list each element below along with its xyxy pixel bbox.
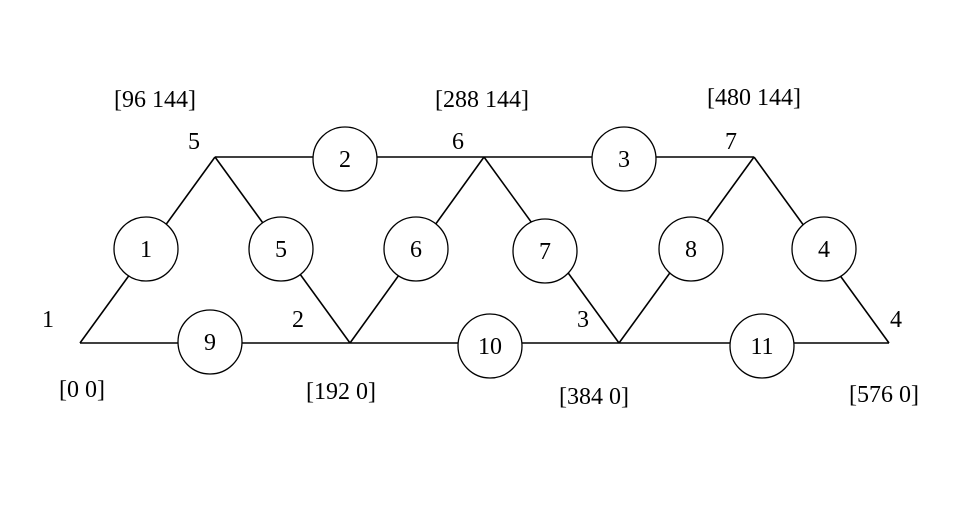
node-coordinate-6: [288 144] xyxy=(435,87,529,113)
node-coordinate-7: [480 144] xyxy=(707,85,801,111)
element-number: 10 xyxy=(478,334,502,360)
element-number: 3 xyxy=(618,147,630,173)
node-number-5: 5 xyxy=(188,129,200,155)
element-circle xyxy=(248,216,314,282)
element-marker-2: 2 xyxy=(312,126,378,192)
element-circle xyxy=(591,126,657,192)
node-number-2: 2 xyxy=(292,307,304,333)
element-marker-1: 1 xyxy=(113,216,179,282)
element-marker-10: 10 xyxy=(457,313,523,379)
element-number: 6 xyxy=(410,237,422,263)
element-marker-11: 11 xyxy=(729,313,795,379)
node-coordinate-1: [0 0] xyxy=(59,377,105,403)
element-marker-6: 6 xyxy=(383,216,449,282)
node-number-3: 3 xyxy=(577,307,589,333)
node-number-6: 6 xyxy=(452,129,464,155)
element-circle xyxy=(658,216,724,282)
element-number: 9 xyxy=(204,330,216,356)
element-number: 7 xyxy=(539,239,551,265)
node-coordinate-2: [192 0] xyxy=(306,379,376,405)
element-circle xyxy=(383,216,449,282)
element-circle xyxy=(177,309,243,375)
element-number: 1 xyxy=(140,237,152,263)
element-number: 4 xyxy=(818,237,830,263)
element-marker-4: 4 xyxy=(791,216,857,282)
element-marker-5: 5 xyxy=(248,216,314,282)
element-number: 5 xyxy=(275,237,287,263)
element-circle xyxy=(312,126,378,192)
element-circle xyxy=(729,313,795,379)
element-circle xyxy=(512,218,578,284)
node-number-4: 4 xyxy=(890,307,902,333)
element-marker-3: 3 xyxy=(591,126,657,192)
element-marker-9: 9 xyxy=(177,309,243,375)
node-number-1: 1 xyxy=(42,307,54,333)
element-number: 11 xyxy=(750,334,773,360)
node-labels: 1 [0 0] 2 [192 0] 3 [384 0] 4 [576 0] 5 [96 144] 6… xyxy=(42,85,919,410)
element-circle xyxy=(457,313,523,379)
element-marker-7: 7 xyxy=(512,218,578,284)
node-coordinate-4: [576 0] xyxy=(849,382,919,408)
node-coordinate-5: [96 144] xyxy=(114,87,196,113)
element-number: 8 xyxy=(685,237,697,263)
element-marker-8: 8 xyxy=(658,216,724,282)
element-number: 2 xyxy=(339,147,351,173)
node-coordinate-3: [384 0] xyxy=(559,384,629,410)
element-circle xyxy=(113,216,179,282)
node-number-7: 7 xyxy=(725,129,737,155)
element-labels: 1 2 3 4 5 6 7 8 9 10 11 xyxy=(113,126,857,379)
element-circle xyxy=(791,216,857,282)
